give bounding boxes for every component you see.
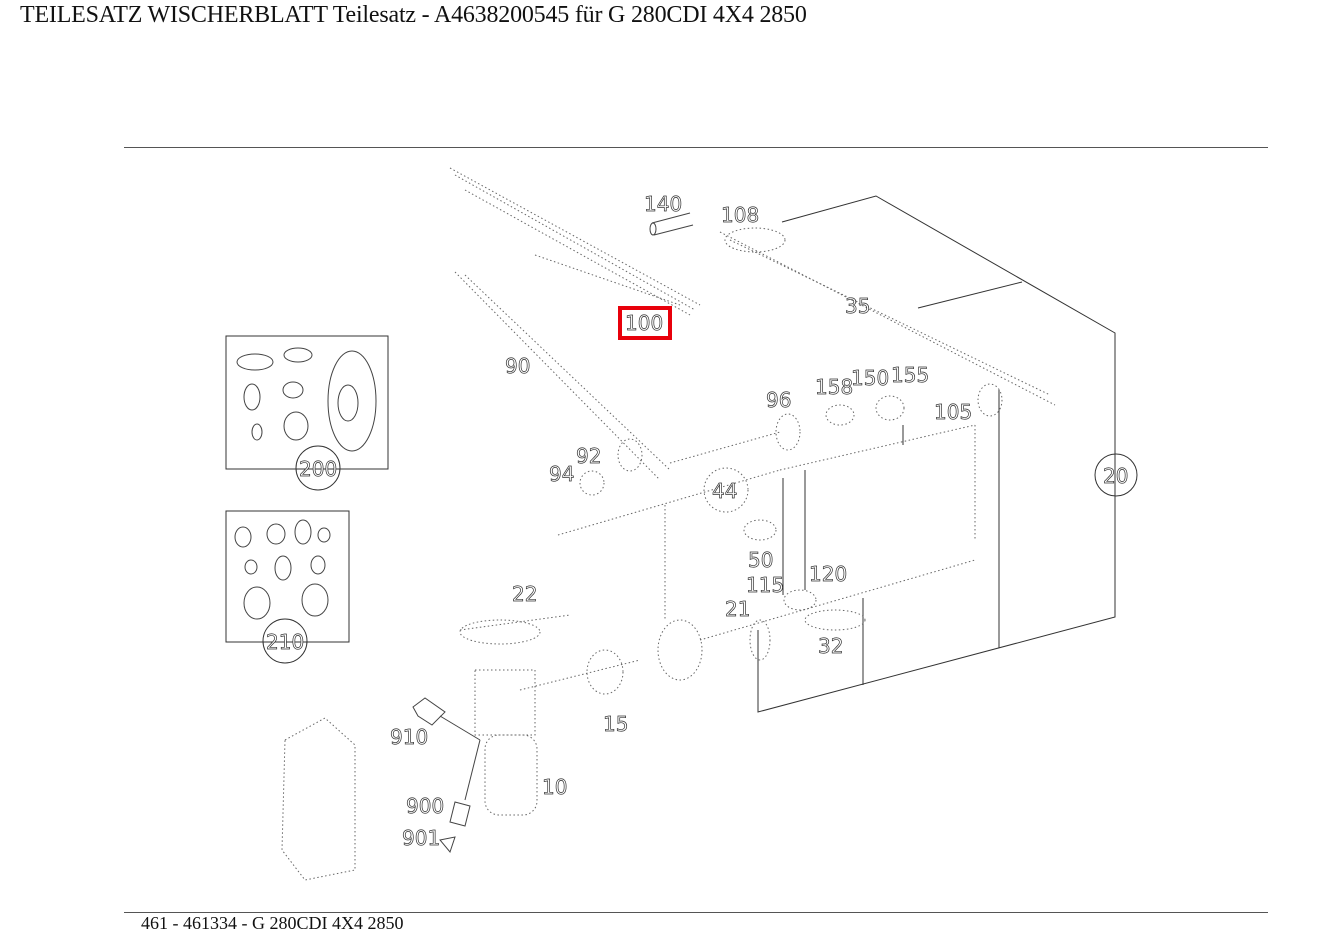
callout-label-94[interactable]: 94 bbox=[549, 462, 575, 487]
callout-label-200[interactable]: 200 bbox=[299, 457, 338, 482]
callout-label-22[interactable]: 22 bbox=[512, 582, 538, 607]
wiper-arm-part bbox=[454, 271, 671, 481]
callout-label-158[interactable]: 158 bbox=[815, 375, 854, 400]
callout-label-108[interactable]: 108 bbox=[721, 203, 760, 228]
highlight-box-100 bbox=[618, 306, 672, 340]
callout-label-115[interactable]: 115 bbox=[746, 573, 785, 598]
callout-label-21[interactable]: 21 bbox=[725, 597, 751, 622]
callout-label-910[interactable]: 910 bbox=[390, 725, 429, 750]
callout-label-92[interactable]: 92 bbox=[576, 444, 602, 469]
callout-circle-210 bbox=[262, 618, 308, 664]
connector-parts bbox=[412, 697, 481, 854]
callout-label-35[interactable]: 35 bbox=[845, 294, 871, 319]
callout-label-155[interactable]: 155 bbox=[891, 363, 930, 388]
assembly-frame bbox=[757, 195, 1116, 713]
callout-label-10[interactable]: 10 bbox=[542, 775, 568, 800]
callout-label-105[interactable]: 105 bbox=[934, 400, 973, 425]
callout-label-150[interactable]: 150 bbox=[851, 366, 890, 391]
callout-circle-44 bbox=[703, 467, 749, 513]
kit-box-210 bbox=[225, 510, 350, 643]
callout-label-210[interactable]: 210 bbox=[266, 630, 305, 655]
callout-label-44[interactable]: 44 bbox=[712, 479, 738, 504]
linkage-rods bbox=[459, 231, 1056, 691]
footer-caption: 461 - 461334 - G 280CDI 4X4 2850 bbox=[141, 913, 404, 933]
callout-circle-20 bbox=[1094, 453, 1138, 497]
callout-label-20[interactable]: 20 bbox=[1103, 464, 1129, 489]
callout-label-90[interactable]: 90 bbox=[505, 354, 531, 379]
callout-label-900[interactable]: 900 bbox=[406, 794, 445, 819]
top-divider bbox=[124, 147, 1268, 148]
callout-label-100[interactable]: 100 bbox=[625, 311, 664, 336]
kit-box-200 bbox=[225, 335, 389, 470]
callout-label-96[interactable]: 96 bbox=[766, 388, 792, 413]
callout-label-120[interactable]: 120 bbox=[809, 562, 848, 587]
wiper-blade-part bbox=[449, 167, 701, 316]
callout-label-15[interactable]: 15 bbox=[603, 712, 629, 737]
callout-circle-200 bbox=[295, 445, 341, 491]
bottom-divider bbox=[124, 912, 1268, 913]
pin-part-140 bbox=[649, 212, 694, 236]
callout-label-901[interactable]: 901 bbox=[402, 826, 441, 851]
callout-label-32[interactable]: 32 bbox=[818, 634, 844, 659]
callout-label-140[interactable]: 140 bbox=[644, 192, 683, 217]
page-title: TEILESATZ WISCHERBLATT Teilesatz - A4638… bbox=[20, 2, 807, 28]
small-parts bbox=[459, 227, 1003, 695]
callout-label-50[interactable]: 50 bbox=[748, 548, 774, 573]
wiper-motor-part bbox=[281, 669, 538, 881]
